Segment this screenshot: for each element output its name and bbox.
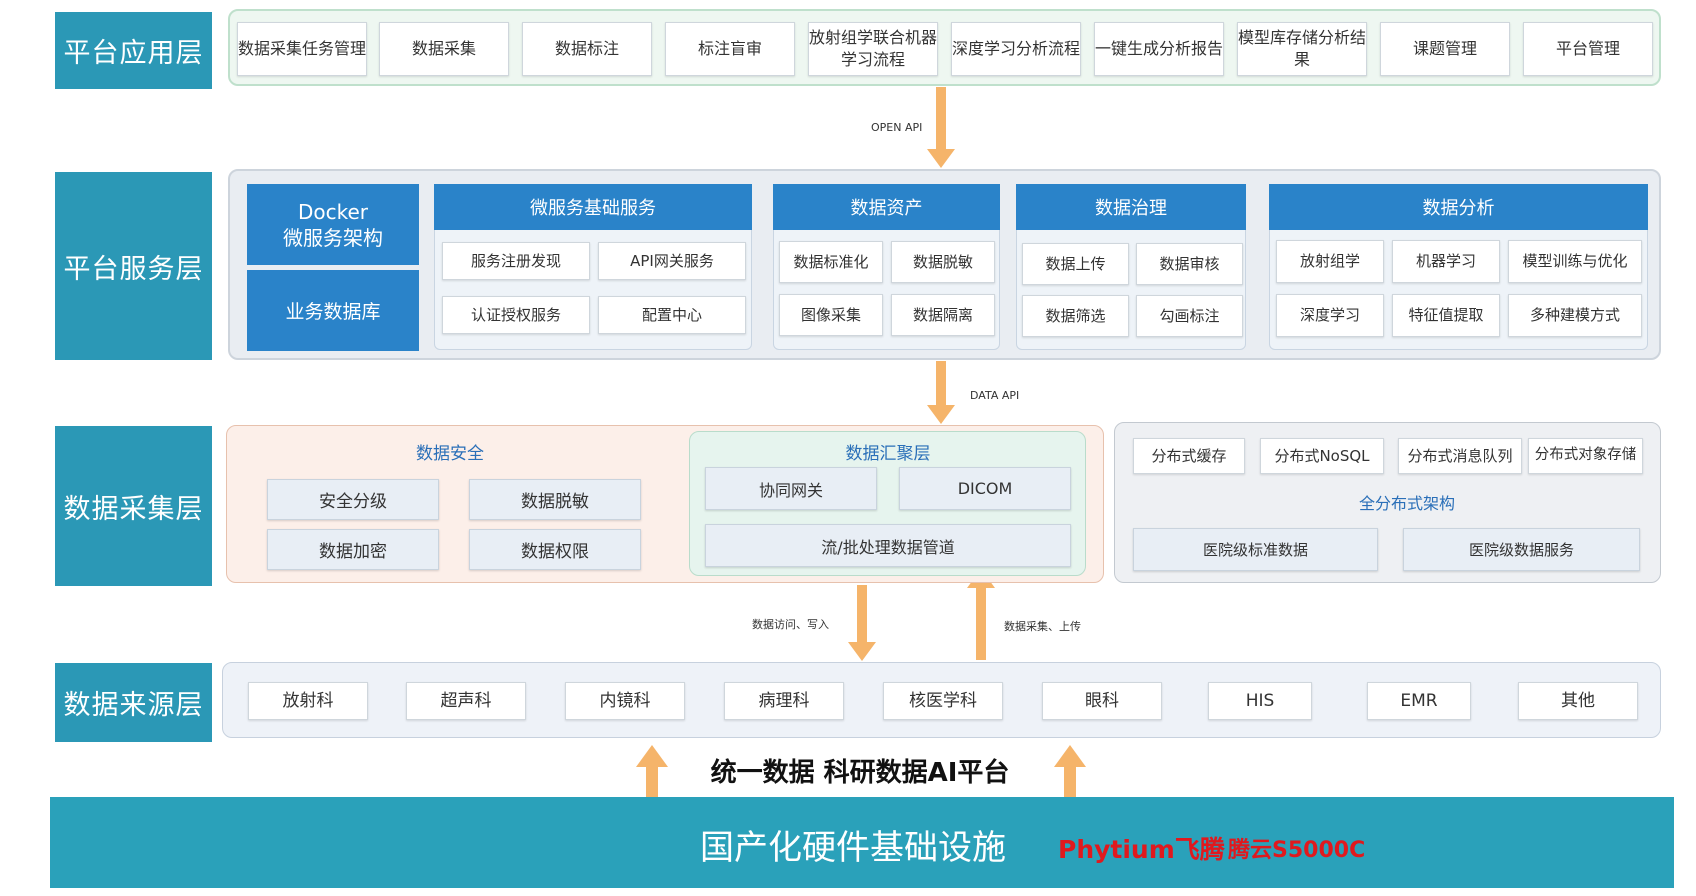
dist-item-data-service[interactable]: 医院级数据服务: [1403, 528, 1640, 571]
govern-item-upload[interactable]: 数据上传: [1022, 243, 1129, 285]
app-item-deep-learning[interactable]: 深度学习分析流程: [951, 22, 1081, 76]
source-item-other[interactable]: 其他: [1518, 682, 1638, 720]
arrow-open-api: [927, 87, 955, 168]
analysis-item-ml[interactable]: 机器学习: [1392, 240, 1500, 283]
app-item-project[interactable]: 课题管理: [1380, 22, 1510, 76]
app-item-platform-admin[interactable]: 平台管理: [1523, 22, 1653, 76]
arrow-access-write: [848, 585, 876, 661]
analysis-item-modeling[interactable]: 多种建模方式: [1508, 294, 1642, 337]
label-collect-upload: 数据采集、上传: [1004, 620, 1081, 633]
layer-label-collect: 数据采集层: [55, 426, 212, 586]
security-item-encrypt[interactable]: 数据加密: [267, 529, 439, 570]
dist-item-object-store[interactable]: 分布式对象存储: [1528, 438, 1643, 474]
micro-item-auth[interactable]: 认证授权服务: [442, 296, 590, 334]
source-item-nuclear[interactable]: 核医学科: [883, 682, 1003, 720]
app-item-blind-review[interactable]: 标注盲审: [665, 22, 795, 76]
brand-s5000c: 腾云S5000C: [1228, 838, 1366, 863]
aggregate-item-dicom[interactable]: DICOM: [899, 467, 1071, 510]
micro-item-registry[interactable]: 服务注册发现: [442, 242, 590, 280]
source-item-ophthalmology[interactable]: 眼科: [1042, 682, 1162, 720]
docker-block: Docker 微服务架构: [247, 184, 419, 265]
full-distributed-title: 全分布式架构: [1358, 494, 1455, 513]
data-asset-header: 数据资产: [773, 184, 1000, 230]
analysis-item-features[interactable]: 特征值提取: [1392, 294, 1500, 337]
arrow-infra-right: [1054, 745, 1086, 803]
source-item-his[interactable]: HIS: [1208, 682, 1312, 720]
brand-phytium: Phytium飞腾: [1058, 835, 1225, 864]
platform-title: 统一数据 科研数据AI平台: [710, 758, 1010, 788]
label-access-write: 数据访问、写入: [752, 618, 829, 631]
analysis-item-radiomics[interactable]: 放射组学: [1276, 240, 1384, 283]
docker-title: Docker: [297, 199, 369, 224]
arrow-data-api: [927, 361, 955, 424]
aggregate-item-pipeline[interactable]: 流/批处理数据管道: [705, 524, 1071, 567]
dist-item-mq[interactable]: 分布式消息队列: [1398, 438, 1522, 474]
docker-subtitle: 微服务架构: [283, 225, 383, 250]
dist-item-nosql[interactable]: 分布式NoSQL: [1260, 438, 1384, 474]
data-security-title: 数据安全: [416, 444, 484, 464]
app-item-annotate[interactable]: 数据标注: [522, 22, 652, 76]
label-data-api: DATA API: [970, 389, 1020, 402]
infra-bar: [50, 797, 1674, 888]
app-item-radiomics-ml[interactable]: 放射组学联合机器学习流程: [808, 22, 938, 76]
data-governance-header: 数据治理: [1016, 184, 1246, 230]
arrow-infra-left: [636, 745, 668, 803]
govern-item-delineate[interactable]: 勾画标注: [1136, 295, 1243, 337]
analysis-item-dl[interactable]: 深度学习: [1276, 294, 1384, 337]
app-item-model-store[interactable]: 模型库存储分析结果: [1237, 22, 1367, 76]
infra-label: 国产化硬件基础设施: [700, 828, 1006, 868]
source-item-endoscopy[interactable]: 内镜科: [565, 682, 685, 720]
label-open-api: OPEN API: [871, 121, 923, 134]
app-item-report[interactable]: 一键生成分析报告: [1094, 22, 1224, 76]
data-analysis-header: 数据分析: [1269, 184, 1648, 230]
micro-item-gateway[interactable]: API网关服务: [598, 242, 746, 280]
asset-item-standardize[interactable]: 数据标准化: [779, 241, 883, 283]
asset-item-desensitize[interactable]: 数据脱敏: [891, 241, 995, 283]
govern-item-filter[interactable]: 数据筛选: [1022, 295, 1129, 337]
asset-item-isolate[interactable]: 数据隔离: [891, 294, 995, 336]
govern-item-review[interactable]: 数据审核: [1136, 243, 1243, 285]
app-item-collect-task[interactable]: 数据采集任务管理: [237, 22, 367, 76]
source-item-pathology[interactable]: 病理科: [724, 682, 844, 720]
source-item-ultrasound[interactable]: 超声科: [406, 682, 526, 720]
source-item-emr[interactable]: EMR: [1367, 682, 1471, 720]
dist-item-std-data[interactable]: 医院级标准数据: [1133, 528, 1378, 571]
dist-item-cache[interactable]: 分布式缓存: [1133, 438, 1245, 474]
business-db-block: 业务数据库: [247, 270, 419, 351]
security-item-desensitize[interactable]: 数据脱敏: [469, 479, 641, 520]
data-aggregate-title: 数据汇聚层: [845, 444, 931, 464]
source-item-radiology[interactable]: 放射科: [248, 682, 368, 720]
micro-item-config[interactable]: 配置中心: [598, 296, 746, 334]
micro-service-header: 微服务基础服务: [434, 184, 752, 230]
security-item-permission[interactable]: 数据权限: [469, 529, 641, 570]
aggregate-item-gateway[interactable]: 协同网关: [705, 467, 877, 510]
security-item-grading[interactable]: 安全分级: [267, 479, 439, 520]
layer-label-app: 平台应用层: [55, 12, 212, 89]
analysis-item-training[interactable]: 模型训练与优化: [1508, 240, 1642, 283]
layer-label-source: 数据来源层: [55, 663, 212, 742]
asset-item-image-collect[interactable]: 图像采集: [779, 294, 883, 336]
app-item-collect[interactable]: 数据采集: [379, 22, 509, 76]
layer-label-service: 平台服务层: [55, 172, 212, 360]
